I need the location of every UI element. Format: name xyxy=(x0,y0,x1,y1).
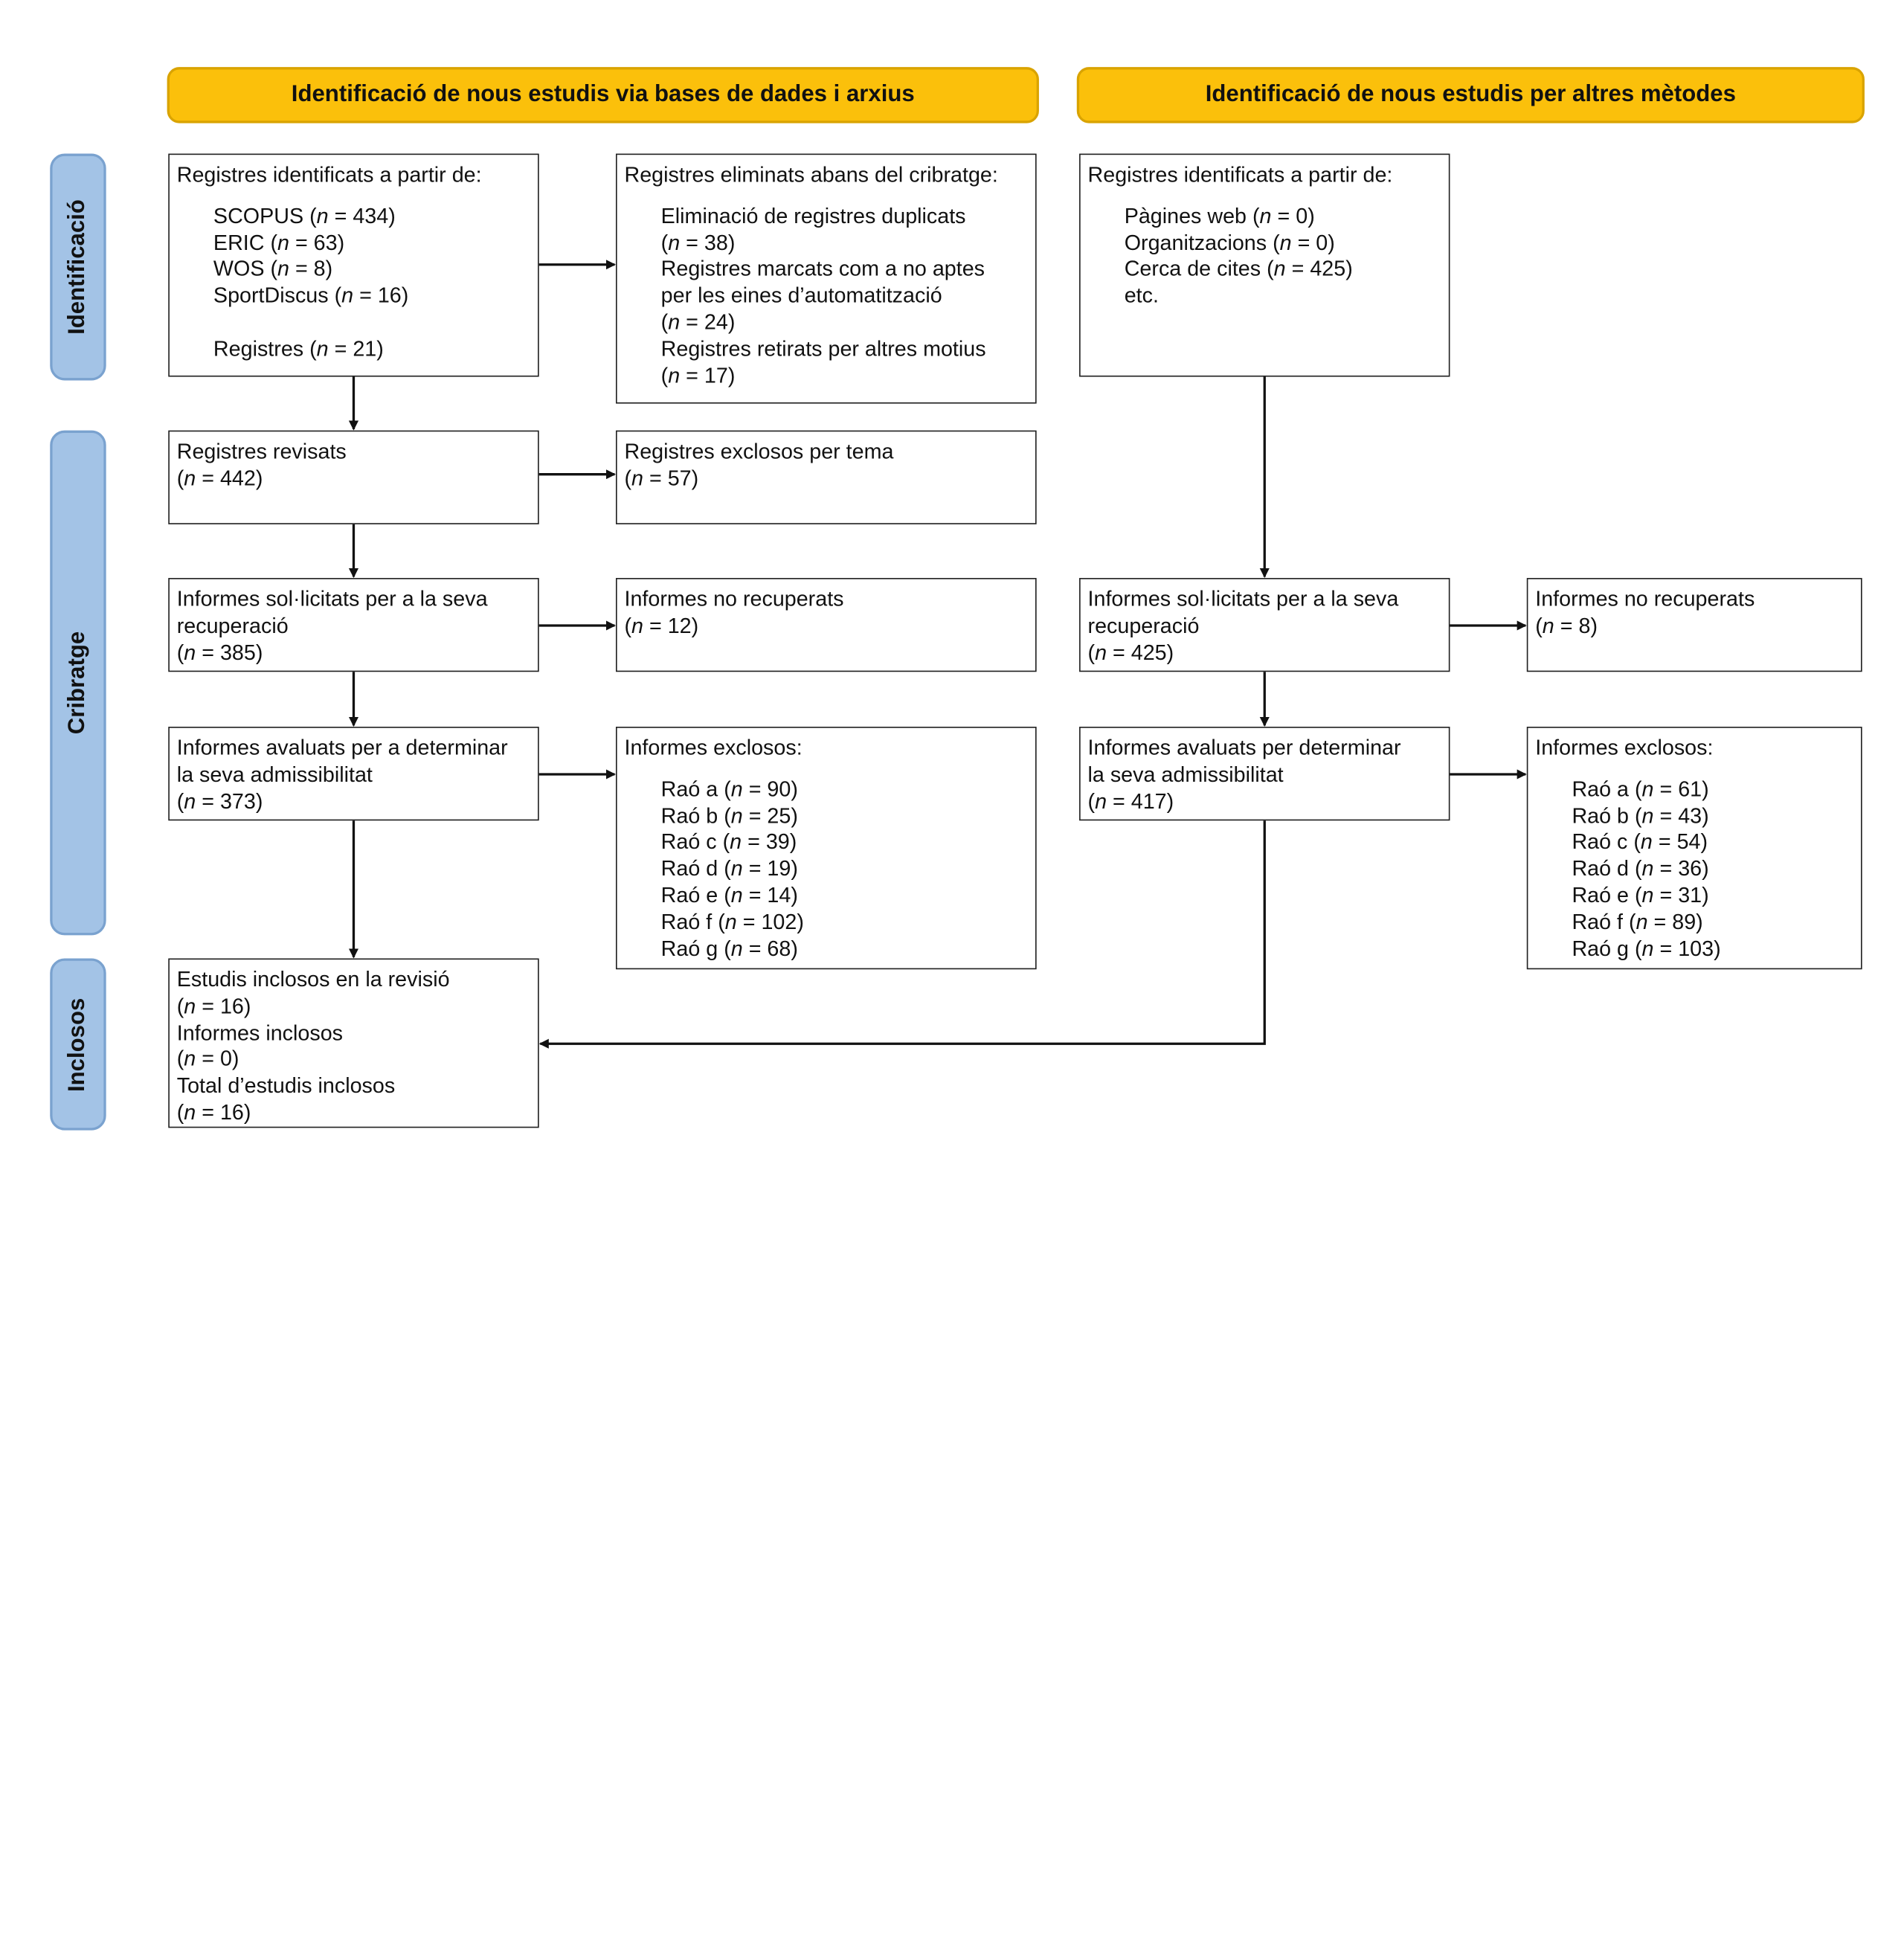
db-reason-d: Raó d (n = 19) xyxy=(660,856,798,881)
db-removed-automation-label-1: Registres marcats com a no aptes xyxy=(660,256,985,281)
db-sought-title-2: recuperació xyxy=(176,613,289,638)
other-assessed-n: (n = 417) xyxy=(1087,788,1174,813)
included-total-label: Total d’estudis inclosos xyxy=(176,1073,396,1098)
db-source-eric: ERIC (n = 63) xyxy=(213,230,345,254)
db-identified-title: Registres identificats a partir de: xyxy=(176,162,482,187)
db-removed-other-n: (n = 17) xyxy=(660,362,736,388)
other-reason-e: Raó e (n = 31) xyxy=(1572,882,1709,907)
other-not-retrieved-title: Informes no recuperats xyxy=(1535,586,1755,611)
other-reason-c: Raó c (n = 54) xyxy=(1572,829,1708,855)
header-databases-label: Identificació de nous estudis via bases … xyxy=(291,81,915,108)
other-excluded-reports-title: Informes exclosos: xyxy=(1535,735,1714,760)
db-records-removed-box: Registres eliminats abans del cribratge:… xyxy=(615,153,1037,404)
db-reports-sought-box: Informes sol·licitats per a la seva recu… xyxy=(168,578,539,672)
other-source-etc: etc. xyxy=(1124,283,1159,308)
other-reason-g: Raó g (n = 103) xyxy=(1572,936,1721,961)
db-removed-other-label: Registres retirats per altres motius xyxy=(660,336,986,361)
db-assessed-title-2: la seva admissibilitat xyxy=(176,762,373,787)
db-screened-n: (n = 442) xyxy=(176,465,263,490)
db-reason-f: Raó f (n = 102) xyxy=(660,909,804,934)
db-assessed-n: (n = 373) xyxy=(176,788,263,813)
phase-included: Inclosos xyxy=(50,958,106,1131)
included-studies-n: (n = 16) xyxy=(176,993,251,1018)
other-reason-f: Raó f (n = 89) xyxy=(1572,909,1703,934)
other-sought-title-1: Informes sol·licitats per a la seva xyxy=(1087,586,1399,611)
included-reports-n: (n = 0) xyxy=(176,1047,239,1071)
db-reason-e: Raó e (n = 14) xyxy=(660,882,798,907)
db-source-wos: WOS (n = 8) xyxy=(213,256,333,281)
other-reason-b: Raó b (n = 43) xyxy=(1572,803,1709,828)
db-reports-assessed-box: Informes avaluats per a determinar la se… xyxy=(168,727,539,821)
other-identified-title: Registres identificats a partir de: xyxy=(1087,162,1393,187)
included-total-n: (n = 16) xyxy=(176,1099,251,1125)
header-databases: Identificació de nous estudis via bases … xyxy=(167,67,1039,123)
other-reports-not-retrieved-box: Informes no recuperats (n = 8) xyxy=(1526,578,1862,672)
header-other-methods-label: Identificació de nous estudis per altres… xyxy=(1205,81,1736,108)
db-reason-a: Raó a (n = 90) xyxy=(660,776,798,801)
studies-included-box: Estudis inclosos en la revisió (n = 16) … xyxy=(168,958,539,1128)
other-not-retrieved-n: (n = 8) xyxy=(1535,613,1598,638)
other-sought-n: (n = 425) xyxy=(1087,639,1174,664)
db-reason-g: Raó g (n = 68) xyxy=(660,936,798,961)
db-sought-title-1: Informes sol·licitats per a la seva xyxy=(176,586,488,611)
db-source-sportdiscus: SportDiscus (n = 16) xyxy=(213,283,409,308)
other-reports-sought-box: Informes sol·licitats per a la seva recu… xyxy=(1079,578,1450,672)
other-source-citation-search: Cerca de cites (n = 425) xyxy=(1124,256,1353,281)
db-reason-b: Raó b (n = 25) xyxy=(660,803,798,828)
db-records-excluded-topic-box: Registres exclosos per tema (n = 57) xyxy=(615,430,1037,524)
db-excluded-topic-title: Registres exclosos per tema xyxy=(624,439,894,463)
db-reason-c: Raó c (n = 39) xyxy=(660,829,797,855)
db-screened-title: Registres revisats xyxy=(176,439,347,463)
db-assessed-title-1: Informes avaluats per a determinar xyxy=(176,735,508,760)
included-studies-label: Estudis inclosos en la revisió xyxy=(176,966,450,991)
other-reports-excluded-box: Informes exclosos: Raó a (n = 61) Raó b … xyxy=(1526,727,1862,970)
other-reason-a: Raó a (n = 61) xyxy=(1572,776,1709,801)
other-records-identified-box: Registres identificats a partir de: Pàgi… xyxy=(1079,153,1450,377)
db-source-registers: Registres (n = 21) xyxy=(213,336,384,361)
other-source-websites: Pàgines web (n = 0) xyxy=(1124,203,1315,228)
db-reports-not-retrieved-box: Informes no recuperats (n = 12) xyxy=(615,578,1037,672)
included-reports-label: Informes inclosos xyxy=(176,1020,344,1045)
db-removed-title: Registres eliminats abans del cribratge: xyxy=(624,162,998,187)
phase-identification: Identificació xyxy=(50,153,106,381)
db-excluded-topic-n: (n = 57) xyxy=(624,465,699,490)
db-not-retrieved-n: (n = 12) xyxy=(624,613,699,638)
other-reason-d: Raó d (n = 36) xyxy=(1572,856,1709,881)
db-removed-duplicates-n: (n = 38) xyxy=(660,230,736,254)
other-reports-assessed-box: Informes avaluats per determinar la seva… xyxy=(1079,727,1450,821)
other-assessed-title-1: Informes avaluats per determinar xyxy=(1087,735,1401,760)
db-removed-duplicates-label: Eliminació de registres duplicats xyxy=(660,203,966,228)
db-removed-automation-n: (n = 24) xyxy=(660,309,736,335)
db-reports-excluded-box: Informes exclosos: Raó a (n = 90) Raó b … xyxy=(615,727,1037,970)
db-removed-automation-label-2: per les eines d’automatització xyxy=(660,283,942,308)
db-records-identified-box: Registres identificats a partir de: SCOP… xyxy=(168,153,539,377)
db-excluded-reports-title: Informes exclosos: xyxy=(624,735,803,760)
db-records-screened-box: Registres revisats (n = 442) xyxy=(168,430,539,524)
flow-arrows xyxy=(348,260,1527,1049)
db-source-scopus: SCOPUS (n = 434) xyxy=(213,203,396,228)
header-other-methods: Identificació de nous estudis per altres… xyxy=(1076,67,1865,123)
db-sought-n: (n = 385) xyxy=(176,639,263,664)
other-sought-title-2: recuperació xyxy=(1087,613,1200,638)
db-not-retrieved-title: Informes no recuperats xyxy=(624,586,844,611)
phase-screening: Cribratge xyxy=(50,430,106,936)
other-assessed-title-2: la seva admissibilitat xyxy=(1087,762,1284,787)
other-source-organisations: Organitzacions (n = 0) xyxy=(1124,230,1335,254)
arrow-other-assessed-to-included xyxy=(538,820,1266,1049)
